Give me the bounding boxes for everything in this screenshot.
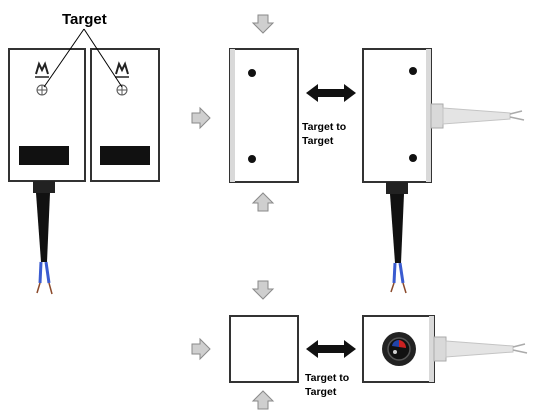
target-leader-line — [83, 28, 123, 88]
target-to-target-label: Target to — [305, 372, 349, 384]
direction-arrow-icon — [252, 390, 274, 410]
target-mark-icon — [115, 61, 129, 96]
target-block-bottom — [229, 315, 299, 383]
mounting-hole-icon — [409, 67, 417, 75]
target-to-target-label: Target to — [302, 121, 346, 133]
mounting-hole-icon — [248, 155, 256, 163]
target-to-target-label: Target — [302, 135, 334, 147]
direction-arrow-icon — [252, 14, 274, 34]
direction-arrow-icon — [252, 280, 274, 300]
right-sensor-target — [90, 48, 160, 182]
direction-arrow-icon — [191, 338, 211, 360]
lens-icon — [382, 332, 416, 366]
double-arrow-icon — [306, 340, 356, 358]
target-mark-icon — [35, 61, 49, 96]
target-heading: Target — [62, 11, 107, 28]
target-leader-line — [43, 28, 85, 88]
direction-arrow-icon — [191, 107, 211, 129]
direction-arrow-icon — [252, 192, 274, 212]
mounting-hole-icon — [409, 154, 417, 162]
double-arrow-icon — [306, 84, 356, 102]
left-sensor — [8, 48, 86, 295]
target-to-target-label: Target — [305, 386, 337, 398]
sensor-top-right — [362, 48, 525, 294]
mounting-hole-icon — [248, 69, 256, 77]
target-block-top — [229, 48, 299, 183]
sensor-bottom-right — [362, 315, 528, 383]
